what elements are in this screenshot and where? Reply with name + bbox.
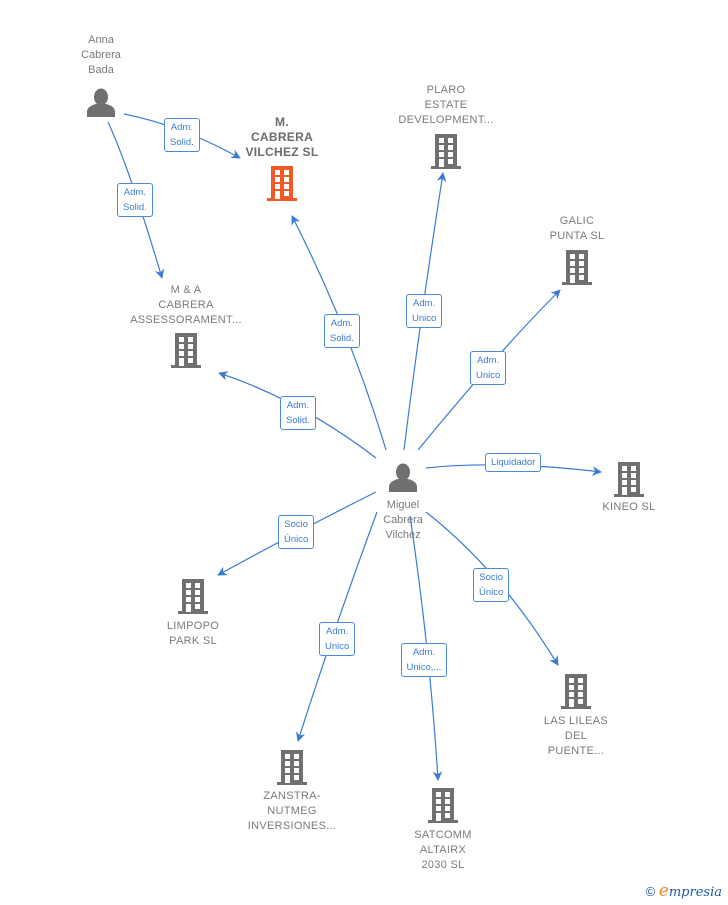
edge-label-miguel-to-kineo[interactable]: Liquidador	[485, 452, 542, 472]
edge-label-miguel-to-satcomm[interactable]: Adm. Unico,...	[400, 643, 448, 677]
building-icon[interactable]	[178, 579, 208, 614]
person-icon[interactable]	[389, 463, 417, 493]
edge-label-miguel-to-ma[interactable]: Adm. Solid.	[280, 396, 316, 430]
brand-name: mpresia	[668, 885, 722, 900]
edge-label-miguel-to-zanstra[interactable]: Adm. Unico	[319, 622, 356, 656]
node-label-kineo[interactable]: KINEO SL	[602, 501, 656, 513]
building-icon[interactable]	[562, 250, 592, 285]
brand-initial: e	[658, 881, 669, 901]
edge-label-miguel-to-lileas[interactable]: Socio Único	[473, 568, 510, 602]
edge-label-miguel-to-mcabrera[interactable]: Adm. Solid.	[324, 314, 360, 348]
building-icon[interactable]	[431, 134, 461, 169]
node-label-galic[interactable]: GALIC PUNTA SL	[549, 215, 605, 242]
node-label-zanstra[interactable]: ZANSTRA- NUTMEG INVERSIONES...	[247, 790, 337, 832]
edge-label-miguel-to-galic[interactable]: Adm. Unico	[470, 351, 507, 385]
node-label-anna[interactable]: Anna Cabrera Bada	[81, 34, 121, 76]
person-icon[interactable]	[87, 88, 115, 118]
copyright-symbol: ©	[645, 884, 656, 899]
edge-label-miguel-to-limpopo[interactable]: Socio Único	[278, 515, 315, 549]
building-icon[interactable]	[267, 166, 297, 201]
node-label-satcomm[interactable]: SATCOMM ALTAIRX 2030 SL	[414, 829, 472, 871]
node-label-miguel[interactable]: Miguel Cabrera Vilchez	[383, 499, 423, 541]
edge-label-miguel-to-plaro[interactable]: Adm. Unico	[406, 294, 443, 328]
node-label-ma[interactable]: M & A CABRERA ASSESSORAMENT...	[130, 284, 242, 326]
node-label-plaro[interactable]: PLARO ESTATE DEVELOPMENT...	[398, 84, 494, 126]
node-label-lileas[interactable]: LAS LILEAS DEL PUENTE...	[543, 715, 609, 757]
building-icon[interactable]	[614, 462, 644, 497]
node-label-mcabrera[interactable]: M. CABRERA VILCHEZ SL	[245, 115, 319, 159]
node-label-limpopo[interactable]: LIMPOPO PARK SL	[166, 620, 220, 647]
building-icon[interactable]	[428, 788, 458, 823]
building-icon[interactable]	[561, 674, 591, 709]
edge-label-anna-to-mcabrera[interactable]: Adm. Solid.	[164, 118, 200, 152]
empresia-brand[interactable]: © empresia	[646, 881, 722, 901]
building-icon[interactable]	[277, 750, 307, 785]
edge-label-anna-to-ma[interactable]: Adm. Solid.	[117, 183, 153, 217]
building-icon[interactable]	[171, 333, 201, 368]
